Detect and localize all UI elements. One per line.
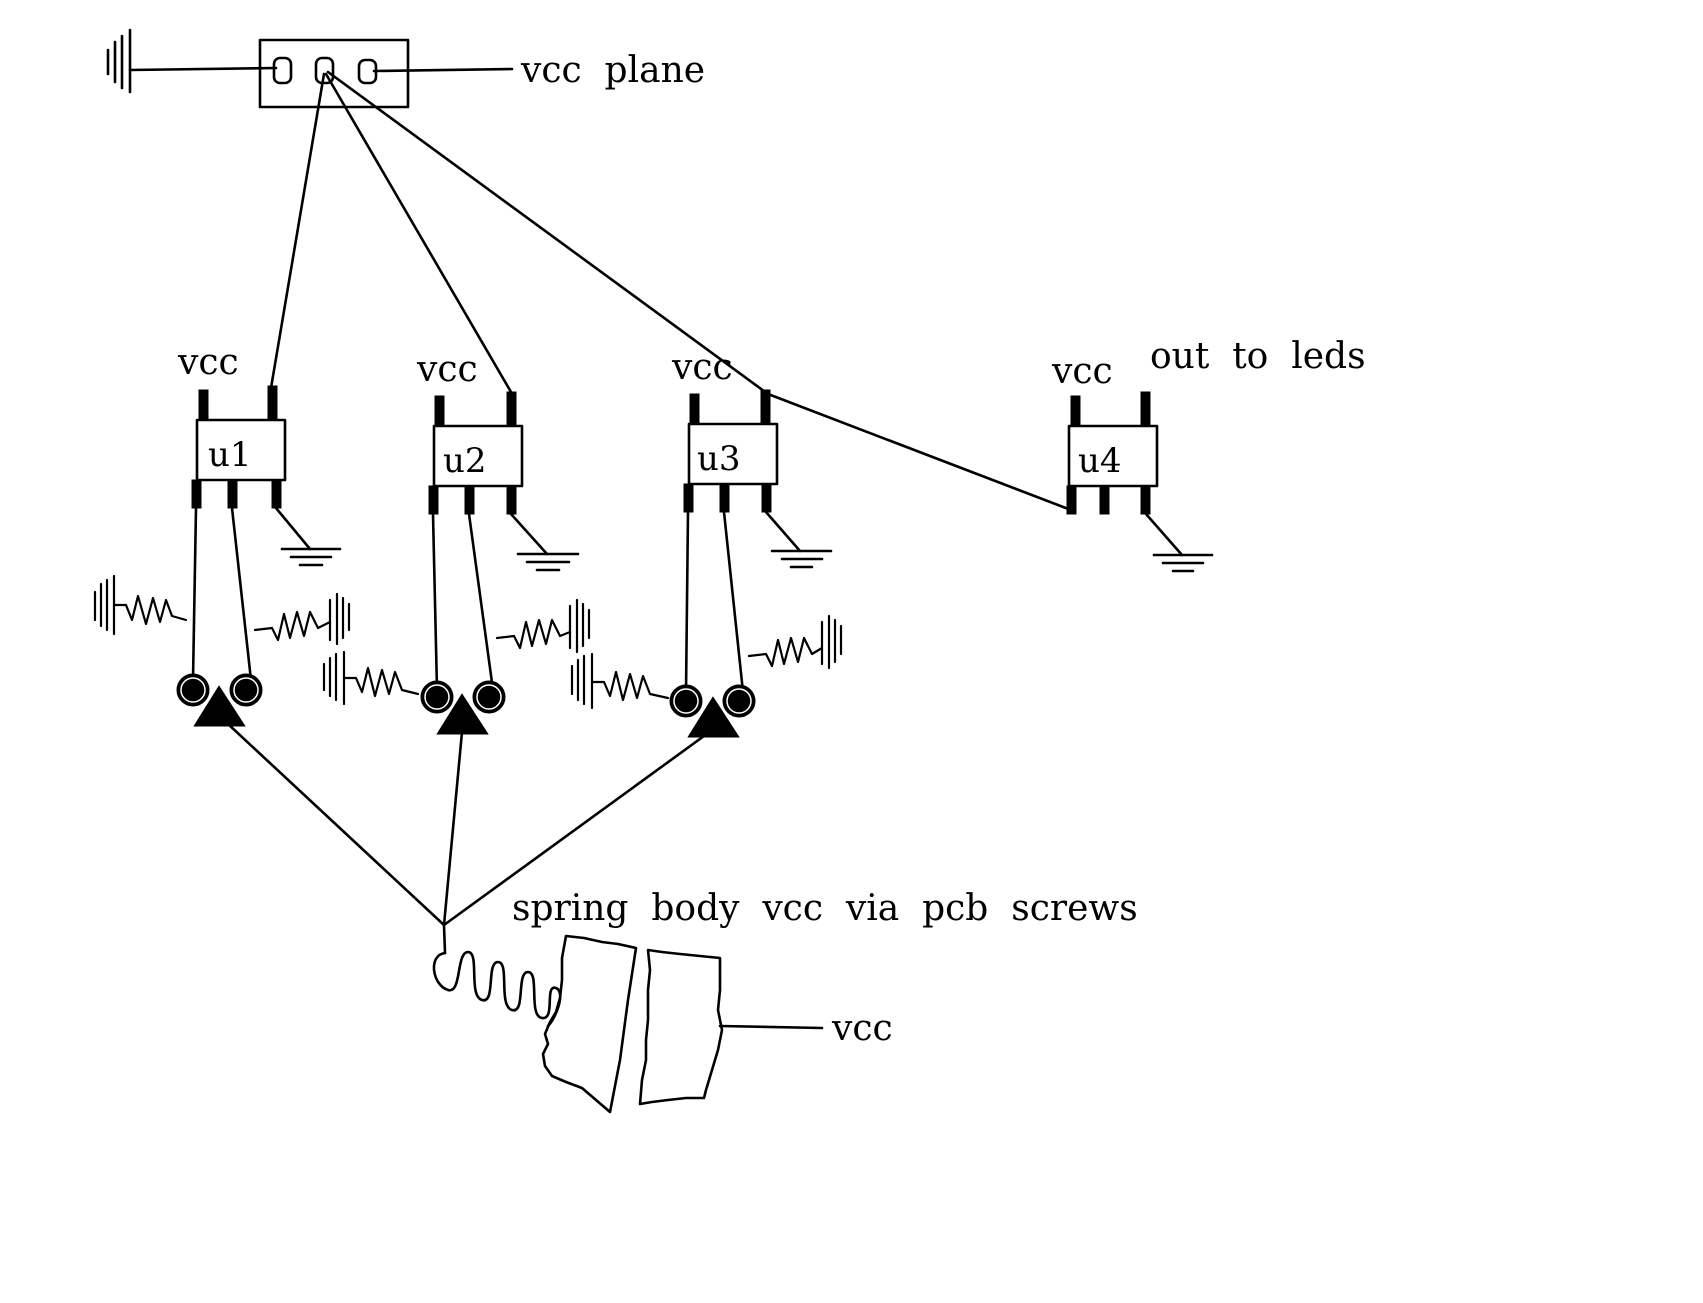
chip-u4: u4 <box>1066 391 1159 515</box>
chip-u4-vcc-label: vcc <box>1051 351 1113 392</box>
pull-resistor-6 <box>747 614 843 670</box>
screw-block-left <box>541 934 638 1114</box>
ground-wire <box>128 66 278 72</box>
chip-u1-ground <box>274 506 342 567</box>
screw-block-right <box>638 948 724 1106</box>
contact-pad-1 <box>176 673 263 727</box>
pull-resistor-3 <box>322 650 420 706</box>
spring-coil <box>432 950 562 1028</box>
contact-pad-2 <box>420 680 506 735</box>
chip-u1-label: u1 <box>208 435 252 475</box>
pull-resistor-2 <box>253 592 351 646</box>
chip-u1-vcc-label: vcc <box>177 342 239 383</box>
chip-u3: u3 <box>683 389 779 513</box>
contact-pad-3 <box>669 684 756 738</box>
pull-resistor-5 <box>570 652 670 710</box>
vcc-output-label: vcc <box>831 1008 893 1049</box>
connector-block <box>258 38 410 109</box>
chip-input-wires <box>191 506 745 694</box>
chip-u3-ground <box>764 510 833 569</box>
chip-u2-label: u2 <box>443 441 487 481</box>
spring-body-note: spring body vcc via pcb screws <box>512 888 1138 929</box>
pull-resistor-4 <box>495 598 591 654</box>
chip-u3-label: u3 <box>697 439 741 479</box>
chip-u2: u2 <box>428 391 524 515</box>
vcc-plane-wire <box>372 67 514 73</box>
chip-u2-vcc-label: vcc <box>416 349 478 390</box>
chip-u3-vcc-label: vcc <box>671 347 733 388</box>
vcc-feed-wires <box>269 70 1073 512</box>
chip-u4-label: u4 <box>1078 441 1122 481</box>
top-ground-symbol <box>106 28 132 94</box>
chip-u2-ground <box>509 512 580 572</box>
chip-u1: u1 <box>191 385 287 509</box>
spring-feed-wires <box>226 722 706 955</box>
chip-u4-ground <box>1144 512 1214 573</box>
vcc-output-wire <box>718 1024 824 1030</box>
vcc-plane-label: vcc plane <box>520 50 705 91</box>
out-to-leds-label: out to leds <box>1150 336 1366 377</box>
pull-resistor-1 <box>93 574 188 636</box>
